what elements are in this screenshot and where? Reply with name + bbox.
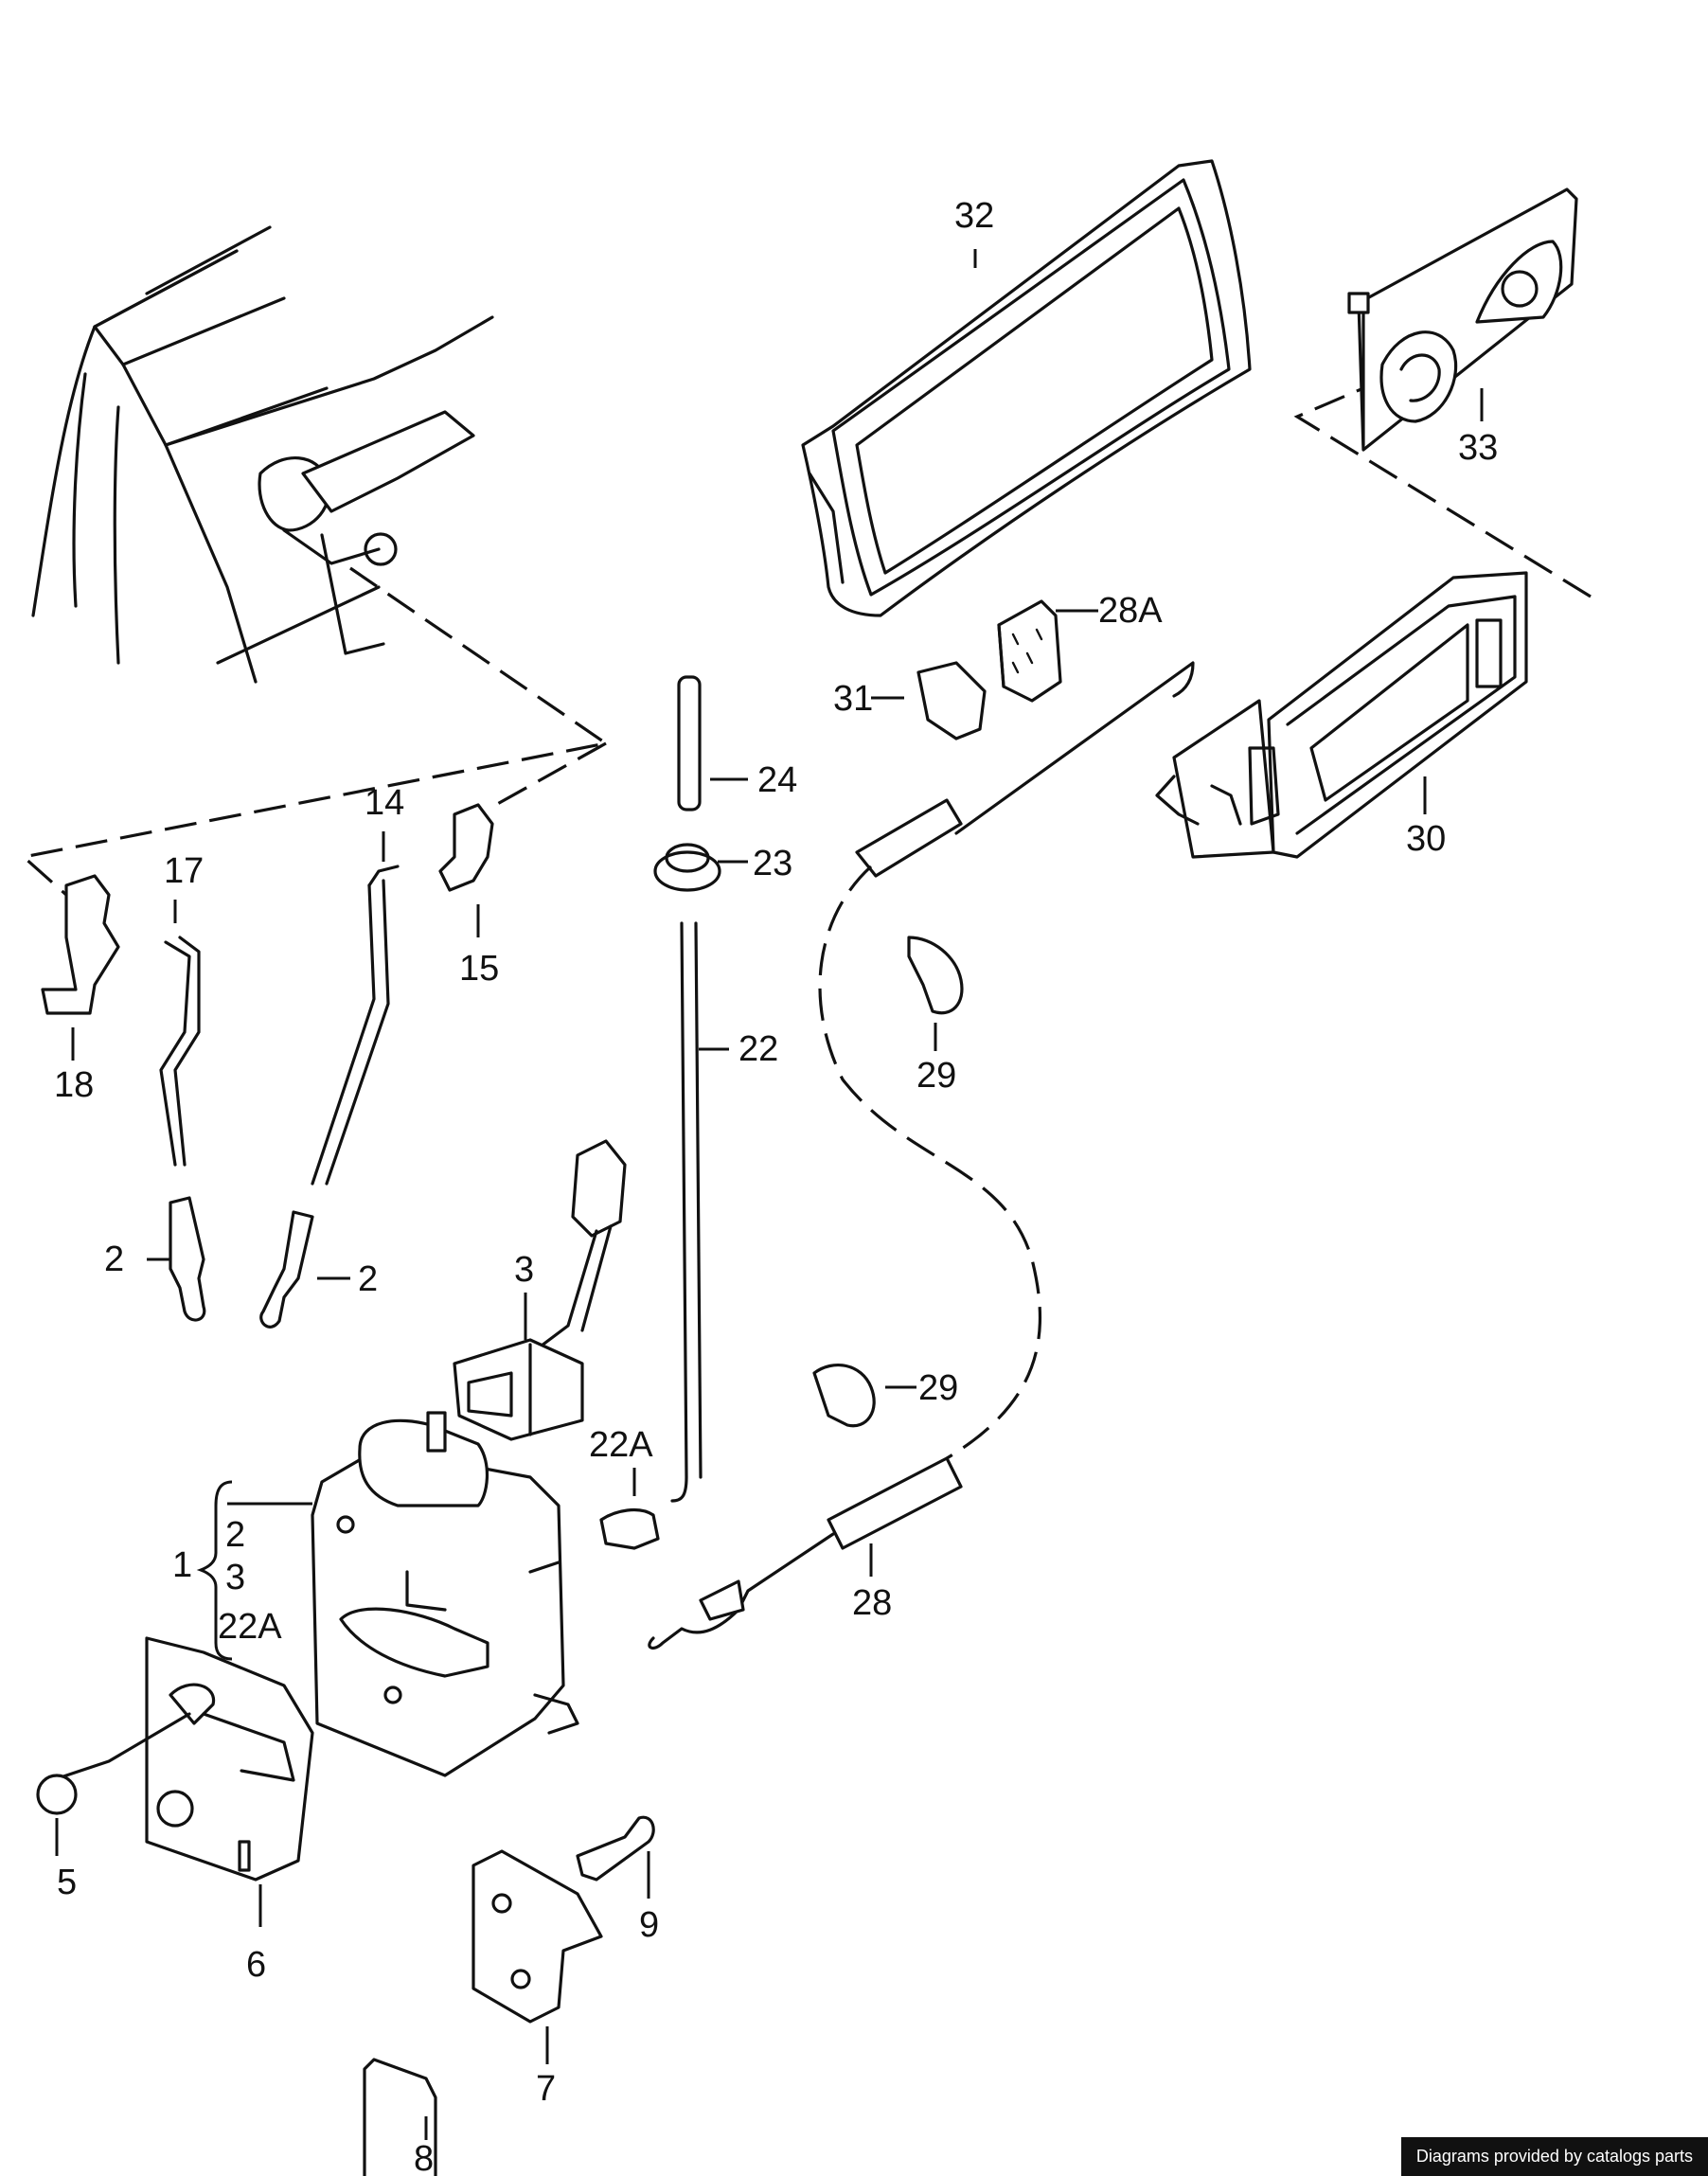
reference-line-door	[20, 566, 611, 897]
label-part-7: 7	[536, 2069, 556, 2109]
clip-29-lower-drawing	[812, 1364, 876, 1428]
clip-2-right-drawing	[259, 1210, 314, 1329]
label-part-2-left: 2	[104, 1240, 124, 1279]
grommet-23-drawing	[653, 843, 721, 892]
reference-line-15	[491, 741, 607, 809]
striker-7-drawing	[471, 1849, 603, 2024]
clip-29-upper-drawing	[907, 936, 964, 1015]
label-part-28a: 28A	[1098, 591, 1163, 631]
clip-31-drawing	[916, 661, 987, 740]
label-part-9: 9	[639, 1905, 659, 1945]
plate-6-drawing	[145, 1636, 314, 1882]
cable-28-drawing	[648, 661, 1195, 1650]
label-part-1: 1	[172, 1545, 192, 1585]
label-part-1-sub-22a: 22A	[218, 1607, 282, 1647]
leader-lines	[55, 249, 1484, 2140]
rod-17-drawing	[159, 940, 191, 1167]
window-frame-drawing	[801, 159, 1252, 617]
rod-14-drawing	[325, 865, 400, 1186]
label-part-24: 24	[757, 760, 797, 800]
label-part-6: 6	[246, 1945, 266, 1985]
knob-24-drawing	[677, 675, 702, 812]
label-part-30: 30	[1406, 819, 1446, 859]
label-part-14: 14	[365, 783, 404, 823]
connector-15-drawing	[438, 803, 494, 892]
connector-18-drawing	[41, 874, 120, 1015]
trim-bezel-drawing	[1347, 187, 1578, 452]
label-part-33: 33	[1458, 428, 1498, 468]
label-part-32: 32	[954, 196, 994, 236]
credit-banner: Diagrams provided by catalogs parts	[1400, 2137, 1708, 2176]
bolt-9-drawing	[576, 1815, 655, 1882]
label-part-3: 3	[514, 1250, 534, 1290]
label-part-29-lower: 29	[918, 1368, 958, 1408]
damper-28a-drawing	[997, 599, 1062, 703]
bolt-5-drawing	[50, 1712, 191, 1782]
clip-2-left-drawing	[169, 1196, 206, 1322]
lock-body-drawing	[311, 1411, 579, 1777]
label-part-18: 18	[54, 1065, 94, 1105]
label-part-22a: 22A	[589, 1425, 653, 1465]
handle-housing-drawing	[1155, 571, 1528, 859]
plate-8-drawing	[363, 2058, 437, 2176]
label-part-31: 31	[833, 679, 873, 719]
reference-line-33	[1293, 386, 1592, 598]
label-part-1-sub-2: 2	[225, 1515, 245, 1555]
door-panel-drawing	[31, 225, 494, 684]
label-part-8: 8	[414, 2139, 434, 2176]
label-part-23: 23	[753, 844, 792, 883]
label-part-28: 28	[852, 1583, 892, 1623]
switch-3-drawing	[453, 1139, 627, 1441]
link-22a-drawing	[599, 1507, 660, 1550]
label-part-1-sub-3: 3	[225, 1558, 245, 1597]
label-part-22: 22	[738, 1029, 778, 1069]
part-labels: 32 33 28A 31 24 23 22 29 29 30 28 14 15 …	[54, 196, 1498, 2176]
label-part-29-upper: 29	[916, 1056, 956, 1096]
label-part-15: 15	[459, 949, 499, 989]
label-part-5: 5	[57, 1863, 77, 1902]
label-part-2-right: 2	[358, 1259, 378, 1299]
rod-22-drawing	[670, 921, 688, 1503]
label-part-17: 17	[164, 851, 204, 891]
